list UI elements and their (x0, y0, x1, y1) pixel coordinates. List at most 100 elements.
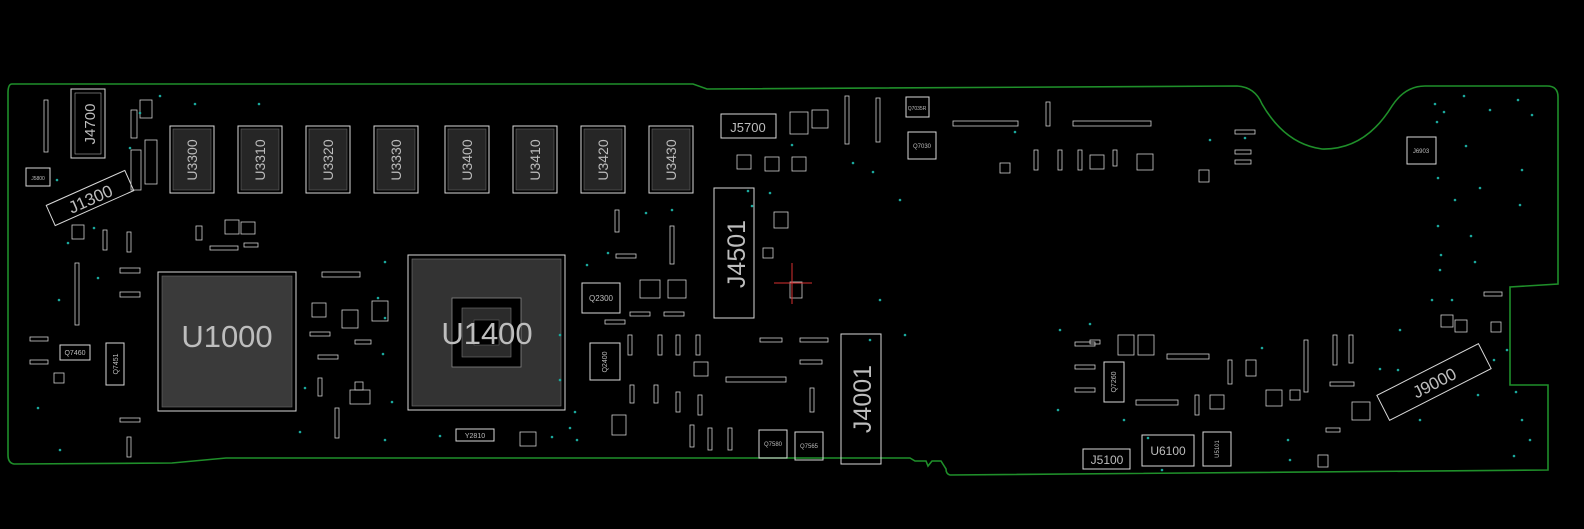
via (1088, 322, 1092, 326)
smd-part (675, 391, 681, 413)
smd-part (224, 219, 240, 235)
via (1492, 358, 1496, 362)
j6903-part: J6903 (1406, 136, 1437, 165)
via (390, 400, 394, 404)
via (750, 204, 754, 208)
via (1473, 260, 1477, 264)
u3420-label: U3420 (595, 139, 611, 180)
u3430-chip: U3430 (648, 125, 694, 194)
smd-part (1136, 153, 1154, 171)
smd-part (1135, 399, 1179, 406)
smd-part (611, 414, 627, 436)
q7030-part: Q7030 (907, 131, 937, 160)
smd-part (689, 424, 695, 448)
via (383, 260, 387, 264)
q2400-label: Q2400 (602, 351, 609, 372)
u1000-chip: U1000 (157, 271, 297, 412)
via (438, 434, 442, 438)
j4501-connector: J4501 (713, 187, 755, 319)
smd-part (1077, 149, 1083, 171)
via (1396, 368, 1400, 372)
via (1435, 120, 1439, 124)
j4001-connector: J4001 (840, 333, 882, 465)
via (1160, 468, 1164, 472)
smd-part (693, 361, 709, 377)
j5700-label: J5700 (730, 120, 765, 135)
smd-part (1289, 389, 1301, 401)
j4700-label: J4700 (82, 104, 99, 145)
smd-part (629, 311, 651, 317)
j4001-label: J4001 (849, 365, 877, 433)
via (1505, 348, 1509, 352)
via (768, 191, 772, 195)
via (96, 276, 100, 280)
q2300-label: Q2300 (589, 294, 614, 303)
smd-part (1245, 359, 1257, 377)
smd-part (697, 394, 703, 416)
smd-part (727, 427, 733, 451)
u3400-label: U3400 (459, 139, 475, 180)
via (1439, 253, 1443, 257)
smd-part (999, 162, 1011, 174)
smd-part (669, 225, 675, 265)
smd-part (1303, 339, 1309, 393)
via (1430, 298, 1434, 302)
smd-part (811, 109, 829, 129)
via (36, 406, 40, 410)
smd-part (195, 225, 203, 241)
smd-part (209, 245, 239, 251)
via (606, 251, 610, 255)
smd-part (126, 231, 132, 253)
u6100-label: U6100 (1150, 444, 1186, 458)
via (550, 435, 554, 439)
smd-part (657, 334, 663, 356)
via (303, 386, 307, 390)
via (57, 298, 61, 302)
smd-part (1112, 149, 1118, 167)
via (558, 333, 562, 337)
smd-part (1209, 394, 1225, 410)
u6100-chip: U6100 (1141, 434, 1195, 467)
smd-part (311, 302, 327, 318)
smd-part (809, 387, 815, 413)
via (1146, 436, 1150, 440)
smd-part (667, 279, 687, 299)
via (1438, 268, 1442, 272)
smd-part (354, 381, 364, 391)
memory-chip-row: U3300 U3310 U3320 U3330 U3400 U3410 (169, 125, 694, 194)
u3310-label: U3310 (252, 139, 268, 180)
q7580-part: Q7580 (758, 429, 788, 459)
j5700-connector: J5700 (720, 113, 777, 139)
smd-part (663, 311, 685, 317)
via (1528, 438, 1532, 442)
via (670, 208, 674, 212)
smd-part (240, 221, 256, 235)
u1400-chip: U1400 (407, 254, 566, 411)
smd-part (614, 209, 620, 233)
smd-part (707, 427, 713, 451)
via (1436, 224, 1440, 228)
smd-part (119, 267, 141, 274)
smd-part (627, 334, 633, 356)
smd-part (354, 339, 372, 345)
u1400-label: U1400 (441, 316, 532, 351)
via (1418, 418, 1422, 422)
smd-part (1074, 364, 1096, 370)
q7035-label: Q7035R (908, 106, 927, 112)
u5101-label: U5101 (1215, 440, 1221, 458)
j5800-part: J5800 (25, 167, 51, 187)
q2400-part: Q2400 (589, 342, 621, 381)
via (55, 178, 59, 182)
smd-part (759, 337, 783, 343)
j5800-label: J5800 (31, 176, 45, 182)
smd-part (764, 156, 780, 172)
j5100-connector: J5100 (1082, 448, 1131, 470)
q7260-label: Q7260 (1111, 371, 1118, 392)
smd-part (1198, 169, 1210, 183)
smd-part (762, 247, 774, 259)
smd-part (519, 431, 537, 447)
smd-part (1351, 401, 1371, 421)
smd-part (334, 407, 340, 439)
via (878, 298, 882, 302)
